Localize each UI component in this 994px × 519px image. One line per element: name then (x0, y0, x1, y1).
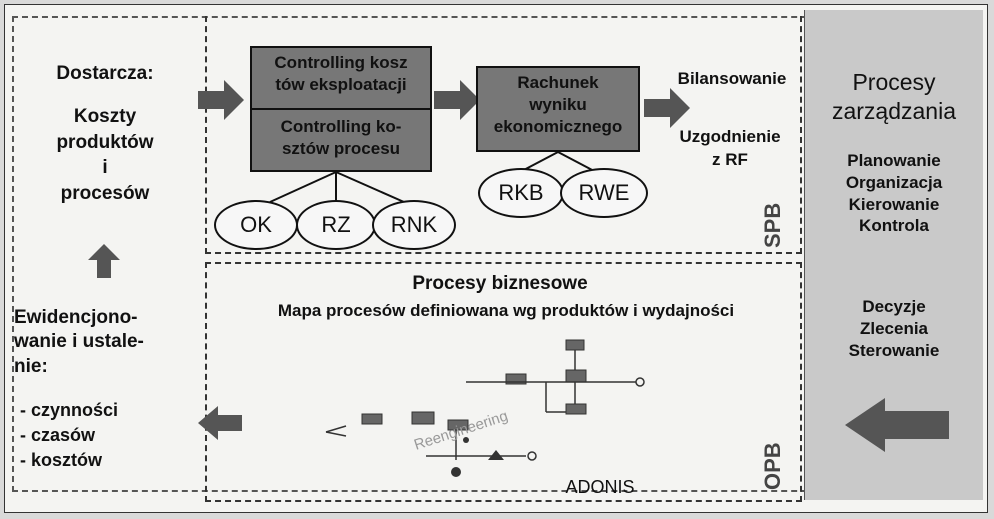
box-line: ekonomicznego (493, 117, 623, 137)
function-item: Kierowanie (848, 194, 940, 214)
ewid-item: - czasów (20, 424, 96, 445)
function-item: Organizacja (845, 172, 943, 192)
ewidencja-block: Ewidencjono- wanie i ustale- nie: (14, 306, 210, 379)
ewid-line: wanie i ustale- (14, 331, 144, 353)
koszty-line: Koszty (73, 106, 137, 127)
box-line: sztów procesu (281, 139, 401, 159)
function-item: Planowanie (847, 151, 941, 170)
uzgodnienie-line: Uzgodnienie (679, 127, 781, 146)
up-arrow-icon (88, 244, 120, 278)
spb-region (205, 16, 802, 254)
right-arrow-icon (434, 80, 480, 120)
koszty-line: i (102, 157, 108, 179)
ewid-line: nie: (14, 355, 48, 377)
koszty-line: produktów (56, 131, 154, 153)
rz-ellipse: RZ (296, 200, 376, 250)
bilansowanie-label: Bilansowanie (677, 69, 787, 88)
left-arrow-icon (198, 406, 242, 440)
process-map-sketch: Reengineering (325, 339, 645, 477)
uzgodnienie-line: z RF (712, 149, 748, 169)
management-panel: Procesy zarządzania Planowanie Organizac… (804, 10, 983, 500)
left-arrow-large-icon (845, 398, 949, 452)
rnk-ellipse: RNK (372, 200, 456, 250)
rkb-ellipse: RKB (478, 168, 564, 218)
ok-ellipse: OK (214, 200, 298, 250)
decision-item: Sterowanie (848, 340, 940, 360)
box-line: Controlling kosz (274, 53, 408, 72)
box-line: wyniku (529, 95, 587, 115)
decision-item: Decyzje (862, 297, 926, 316)
decision-item: Zlecenia (859, 318, 929, 338)
ewidencja-items: - czynności - czasów - kosztów (20, 398, 200, 472)
opb-label: OPB (760, 442, 785, 490)
box-line: Rachunek (517, 73, 599, 92)
management-functions: Planowanie Organizacja Kierowanie Kontro… (805, 150, 983, 237)
opb-region (205, 262, 802, 502)
ewid-item: - kosztów (20, 449, 103, 470)
management-title-line: zarządzania (831, 98, 957, 125)
adonis-label: ADONIS (565, 477, 635, 497)
right-arrow-icon (644, 88, 690, 128)
business-title: Procesy biznesowe (412, 273, 588, 294)
function-item: Kontrola (859, 216, 929, 236)
spb-label: SPB (760, 202, 785, 248)
business-subtitle: Mapa procesów definiowana wg produktów i… (277, 301, 735, 320)
rachunek-box: Rachunek wyniku ekonomicznego (476, 66, 640, 152)
box-line: Controlling ko- (280, 117, 402, 136)
management-decisions: Decyzje Zlecenia Sterowanie (805, 296, 983, 361)
dostarcza-label: Dostarcza: (56, 63, 154, 84)
uzgodnienie-label: Uzgodnienie z RF (660, 126, 800, 172)
ewid-line: Ewidencjono- (14, 307, 138, 328)
management-title-line: Procesy (852, 69, 936, 95)
management-title: Procesy zarządzania (805, 68, 983, 127)
koszty-block: Koszty produktów i procesów (40, 104, 170, 207)
right-arrow-icon (198, 80, 244, 120)
ewid-item: - czynności (20, 400, 119, 420)
controlling-eksploatacji-box: Controlling kosz tów eksploatacji (250, 46, 432, 110)
box-line: tów eksploatacji (275, 75, 407, 95)
controlling-procesu-box: Controlling ko- sztów procesu (250, 108, 432, 172)
rwe-ellipse: RWE (560, 168, 648, 218)
koszty-line: procesów (60, 182, 150, 204)
